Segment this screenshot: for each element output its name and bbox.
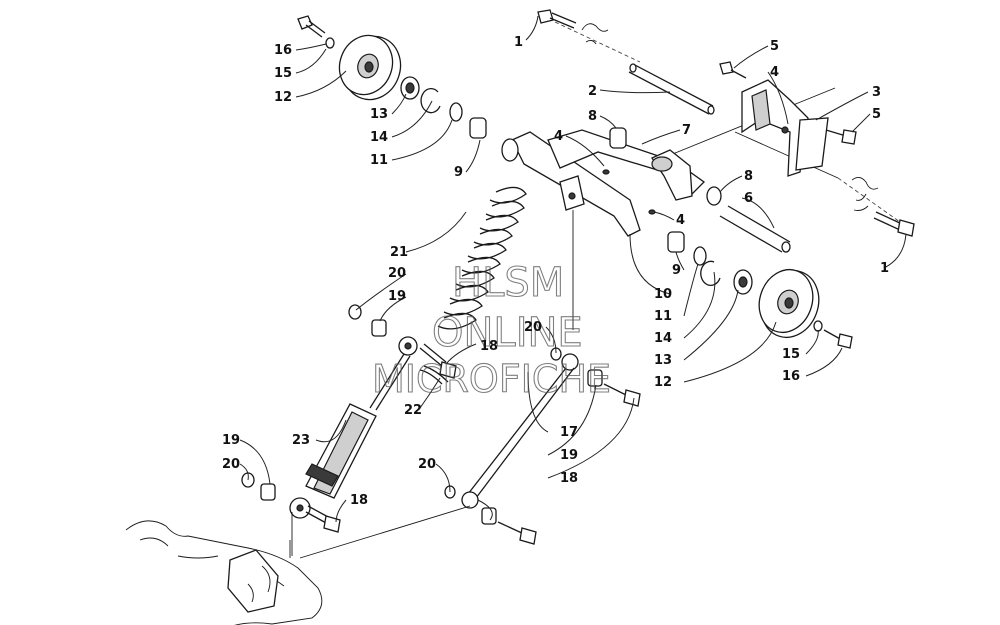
- callout-18-shock-top: 18: [480, 339, 498, 354]
- callout-9-upper: 9: [454, 165, 463, 180]
- shock-absorber-23: [289, 336, 418, 519]
- callout-15-lower: 15: [782, 347, 800, 362]
- upper-left-idler-assembly: [297, 15, 487, 139]
- bushing-19-link-upper: [587, 369, 603, 387]
- callout-2: 2: [588, 84, 597, 99]
- bushing-8-lower: [706, 186, 722, 206]
- callout-5-lower: 5: [872, 107, 881, 122]
- callout-7: 7: [682, 123, 691, 138]
- callout-1-lower: 1: [880, 261, 889, 276]
- bearing-13-upper: [400, 76, 420, 100]
- callout-1-upper: 1: [514, 35, 523, 50]
- callout-6: 6: [744, 191, 753, 206]
- bolt-16-upper: [297, 15, 326, 38]
- bolt-16-lower: [823, 329, 853, 349]
- link-rod-17: [461, 353, 579, 509]
- frame-stub-upper: [581, 23, 609, 45]
- watermark-line-3: MICROFICHE: [372, 357, 611, 401]
- snap-ring-14-upper: [420, 88, 441, 114]
- callout-20-shock-top: 20: [388, 266, 406, 281]
- spacer-11-lower: [693, 246, 707, 266]
- callout-20-link-bottom: 20: [418, 457, 436, 472]
- watermark: HLSM ONLINE MICROFICHE: [371, 259, 611, 401]
- callout-12-upper: 12: [274, 90, 292, 105]
- lower-frame-fragment: [125, 520, 323, 625]
- callout-19-shock-top: 19: [388, 289, 406, 304]
- bolt-18-shock-bottom: [305, 505, 341, 533]
- clip-pin-22: [419, 365, 449, 385]
- watermark-line-2: ONLINE: [432, 310, 583, 356]
- bearing-13-lower: [733, 269, 753, 295]
- upper-cross-shaft-2: [628, 63, 715, 115]
- alignment-line-2: [734, 131, 839, 179]
- callout-4-lower: 4: [676, 213, 685, 228]
- callout-14-lower: 14: [654, 331, 672, 346]
- callout-20-link-top: 20: [524, 320, 542, 335]
- callout-3: 3: [872, 85, 881, 100]
- callout-23: 23: [292, 433, 310, 448]
- bolt-18-link-lower: [497, 521, 537, 545]
- washer-15-upper: [325, 37, 335, 49]
- bushing-19-lower: [260, 483, 276, 501]
- idler-wheel-12-lower: [758, 268, 820, 339]
- bushing-9-lower: [667, 231, 685, 253]
- callout-20-shock-bottom: 20: [222, 457, 240, 472]
- swing-arm-7: [501, 129, 706, 237]
- bolt-18-shock-top: [419, 343, 457, 379]
- callout-15-upper: 15: [274, 66, 292, 81]
- idler-wheel-12-upper: [338, 34, 402, 101]
- spacer-11-upper: [449, 102, 463, 122]
- callout-22: 22: [404, 403, 422, 418]
- callout-17: 17: [560, 425, 578, 440]
- callout-12-lower: 12: [654, 375, 672, 390]
- spring-21: [437, 186, 527, 330]
- callout-18-link: 18: [560, 471, 578, 486]
- washer-15-lower: [813, 320, 823, 332]
- bolt-1-lower: [873, 211, 915, 237]
- bolt-18-link-upper: [603, 383, 641, 407]
- bolt-5-upper: [719, 61, 747, 79]
- callout-9-lower: 9: [672, 263, 681, 278]
- bushing-19-link-lower: [481, 507, 497, 525]
- callout-4-upper: 4: [770, 65, 779, 80]
- frame-stub-lower: [851, 177, 879, 211]
- shaft-6: [719, 205, 791, 253]
- callout-19-link: 19: [560, 448, 578, 463]
- callout-16-upper: 16: [274, 43, 292, 58]
- callout-21: 21: [390, 245, 408, 260]
- axis-line-upper: [554, 21, 641, 63]
- axis-line-right: [837, 177, 901, 223]
- leader-lines: [239, 15, 907, 523]
- callout-5-upper: 5: [770, 39, 779, 54]
- bolt-1-upper: [537, 9, 577, 29]
- callout-labels: 1 1 2 3 4 4 4 5 5 6 7 8 8 9 9 10 11 11 1…: [222, 35, 889, 508]
- callout-4-middle: 4: [554, 129, 563, 144]
- callout-14-upper: 14: [370, 130, 388, 145]
- bushing-8-upper: [609, 127, 627, 149]
- snap-ring-14-lower: [700, 260, 721, 287]
- callout-19-shock-bottom: 19: [222, 433, 240, 448]
- ref-line-link-to-frame: [299, 505, 471, 559]
- callout-13-lower: 13: [654, 353, 672, 368]
- callout-8-lower: 8: [744, 169, 753, 184]
- bushing-9-upper: [469, 117, 487, 139]
- callout-11-upper: 11: [370, 153, 388, 168]
- callout-16-lower: 16: [782, 369, 800, 384]
- callout-18-shock-bottom: 18: [350, 493, 368, 508]
- callout-10: 10: [654, 287, 672, 302]
- watermark-line-1: HLSM: [452, 260, 564, 306]
- bushing-19-upper: [371, 319, 387, 337]
- callout-13-upper: 13: [370, 107, 388, 122]
- bolt-5-lower: [825, 129, 857, 145]
- mount-bracket-3: [741, 79, 829, 177]
- callout-11-lower: 11: [654, 309, 672, 324]
- callout-8-upper: 8: [588, 109, 597, 124]
